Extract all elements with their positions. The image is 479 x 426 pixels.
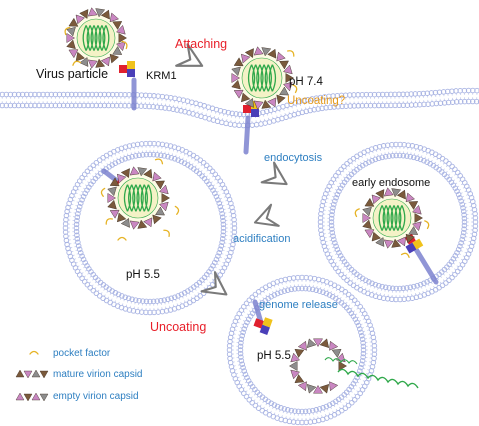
ph-55-endosome-label: pH 5.5 [126, 269, 160, 281]
early-endosome-label: early endosome [352, 177, 431, 189]
endocytosis-arrow [260, 161, 288, 186]
receptor-early-endosome [411, 243, 439, 285]
ph-55-vesicle-label: pH 5.5 [257, 350, 291, 362]
genome-release-label: genome release [259, 299, 338, 311]
virus-particle-label: Virus particle [36, 67, 109, 81]
endocytosis-label: endocytosis [264, 152, 323, 164]
pocket-factor-icon [29, 350, 39, 355]
uncoating-label: Uncoating [150, 320, 207, 334]
empty-capsid-icon [15, 392, 49, 402]
mature-capsid-icon [15, 369, 49, 379]
early-endosome-membrane [317, 141, 479, 303]
virion-free [64, 7, 128, 69]
virions [64, 7, 430, 394]
virion-large-endosome [100, 158, 180, 241]
legend-icons [15, 350, 49, 402]
ph-74-label: pH 7.4 [289, 76, 323, 88]
virion-early-endosome [354, 187, 430, 258]
attaching-arrow [175, 43, 204, 67]
receptor-free-head [119, 61, 135, 77]
membranes [0, 87, 479, 426]
legend-mature-capsid-label: mature virion capsid [53, 369, 143, 380]
large-endosome-membrane [62, 140, 238, 316]
genome-release-arrow [200, 271, 228, 296]
virion-attached [231, 46, 298, 110]
acidification-label: acidification [233, 233, 291, 245]
receptor-attached [243, 115, 251, 155]
small-vesicle-membrane [226, 274, 378, 426]
attaching-label: Attaching [175, 37, 228, 51]
legend-pocket-factor-label: pocket factor [53, 348, 111, 359]
process-arrows [175, 43, 288, 296]
acidification-arrow [253, 203, 280, 227]
uncoating-question-label: Uncoating? [287, 95, 346, 107]
receptor-small-vesicle-head [253, 317, 273, 335]
empty-capsid-released [289, 338, 419, 394]
krm1-label: KRM1 [146, 70, 177, 82]
plasma-membrane [0, 87, 479, 129]
receptor-attached-head [243, 101, 259, 117]
legend-empty-capsid-label: empty virion capsid [53, 391, 139, 402]
